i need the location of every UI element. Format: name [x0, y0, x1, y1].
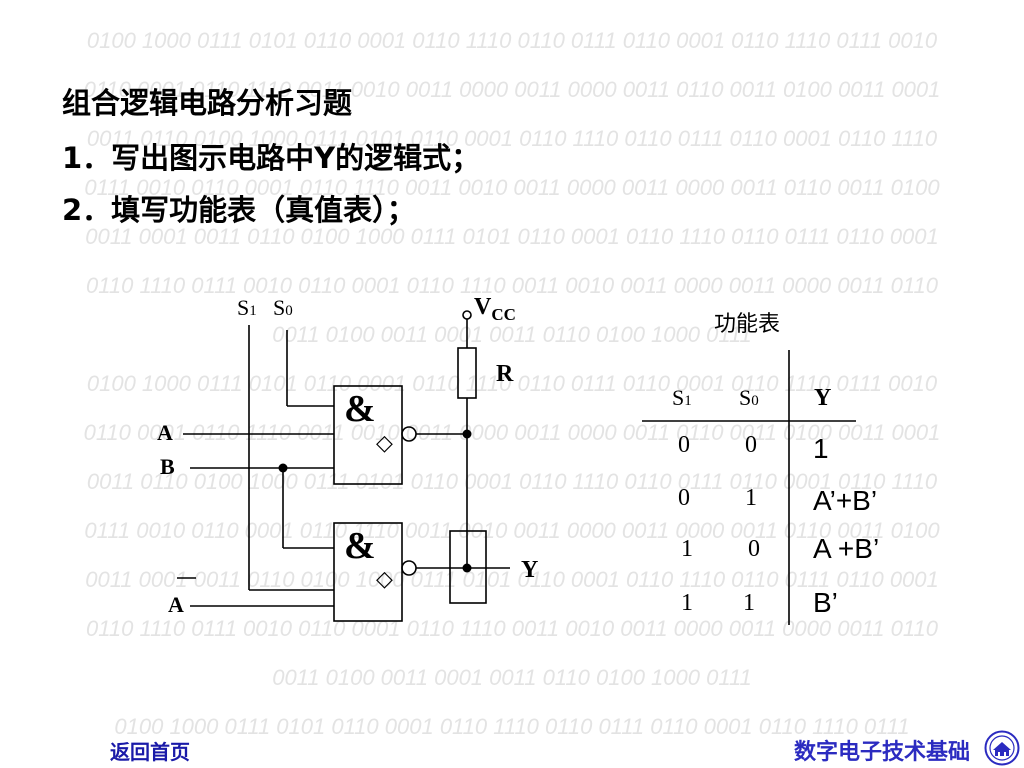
table-cell-y: B’ [813, 587, 838, 618]
gate2-and-symbol: & [344, 525, 376, 567]
binary-line: 0110 1110 0111 0010 0110 0001 0110 1110 … [86, 273, 938, 298]
binary-line: 0110 1110 0111 0010 0110 0001 0110 1110 … [86, 616, 938, 641]
function-table-caption: 功能表 [714, 312, 780, 337]
binary-line: 0110 0001 0110 1110 0011 0010 0011 0000 … [83, 77, 941, 102]
back-to-home-link[interactable]: 返回首页 [110, 740, 190, 764]
gate1-inversion-bubble [401, 426, 417, 442]
junction-dot [278, 463, 288, 473]
table-cell-s0: 0 [745, 432, 757, 458]
b-input-label: B [160, 454, 175, 479]
table-cell-s1: 0 [678, 432, 690, 458]
question-2: 2．填写功能表（真值表）； [62, 193, 416, 227]
gate1-oc-icon: ◇ [376, 431, 393, 456]
binary-line: 0111 0010 0110 0001 0110 1110 0011 0010 … [84, 518, 940, 543]
vcc-label: VCC [474, 294, 516, 324]
question-1: 1．写出图示电路中Y的逻辑式； [62, 141, 481, 175]
table-cell-s1: 1 [681, 536, 693, 562]
table-header-s1: S1 [672, 385, 692, 410]
a-bar-input-label: A [168, 592, 184, 617]
output-y-label: Y [521, 557, 538, 583]
s0-label: S0 [273, 295, 293, 320]
pullup-resistor [457, 347, 477, 399]
gate1-and-symbol: & [344, 388, 376, 430]
binary-line: 0110 0001 0110 1110 0011 0010 0011 0000 … [83, 420, 941, 445]
nand-gate-2 [333, 522, 403, 622]
binary-line: 0011 0001 0011 0110 0100 1000 0111 0101 … [85, 567, 939, 592]
gate2-inversion-bubble [401, 560, 417, 576]
binary-line: 0011 0100 0011 0001 0011 0110 0100 1000 … [272, 322, 752, 347]
binary-line: 0011 0001 0011 0110 0100 1000 0111 0101 … [85, 224, 939, 249]
junction-dot [462, 429, 472, 439]
binary-line: 0111 0010 0110 0001 0110 1110 0011 0010 … [84, 175, 940, 200]
a-input-label: A [157, 420, 173, 445]
binary-line: 0100 1000 0111 0101 0110 0001 0110 1110 … [86, 371, 938, 396]
slide-title: 组合逻辑电路分析习题 [62, 86, 353, 120]
resistor-label: R [496, 361, 514, 387]
table-cell-s0: 0 [748, 536, 760, 562]
binary-line: 0100 1000 0111 0101 0110 0001 0110 1110 … [114, 714, 910, 739]
table-cell-y: A’+B’ [813, 485, 877, 516]
table-cell-s0: 1 [743, 590, 755, 616]
binary-line: 0100 1000 0111 0101 0110 0001 0110 1110 … [86, 28, 938, 53]
binary-line: 0011 0100 0011 0001 0011 0110 0100 1000 … [272, 665, 752, 690]
course-brand: 数字电子技术基础 [794, 740, 971, 765]
table-cell-y: A +B’ [813, 533, 879, 564]
junction-dot [462, 563, 472, 573]
table-cell-s0: 1 [745, 485, 757, 511]
vcc-terminal [462, 310, 472, 320]
output-box [449, 530, 487, 604]
table-cell-s1: 0 [678, 485, 690, 511]
gate2-oc-icon: ◇ [376, 567, 393, 592]
table-cell-s1: 1 [681, 590, 693, 616]
s1-label: S1 [237, 295, 257, 320]
table-header-y: Y [814, 385, 831, 411]
binary-line: 0011 0110 0100 1000 0111 0101 0110 0001 … [86, 126, 938, 151]
binary-line: 0011 0110 0100 1000 0111 0101 0110 0001 … [86, 469, 938, 494]
university-emblem-icon [984, 730, 1020, 766]
table-cell-y: 1 [813, 433, 829, 464]
table-header-s0: S0 [739, 385, 759, 410]
